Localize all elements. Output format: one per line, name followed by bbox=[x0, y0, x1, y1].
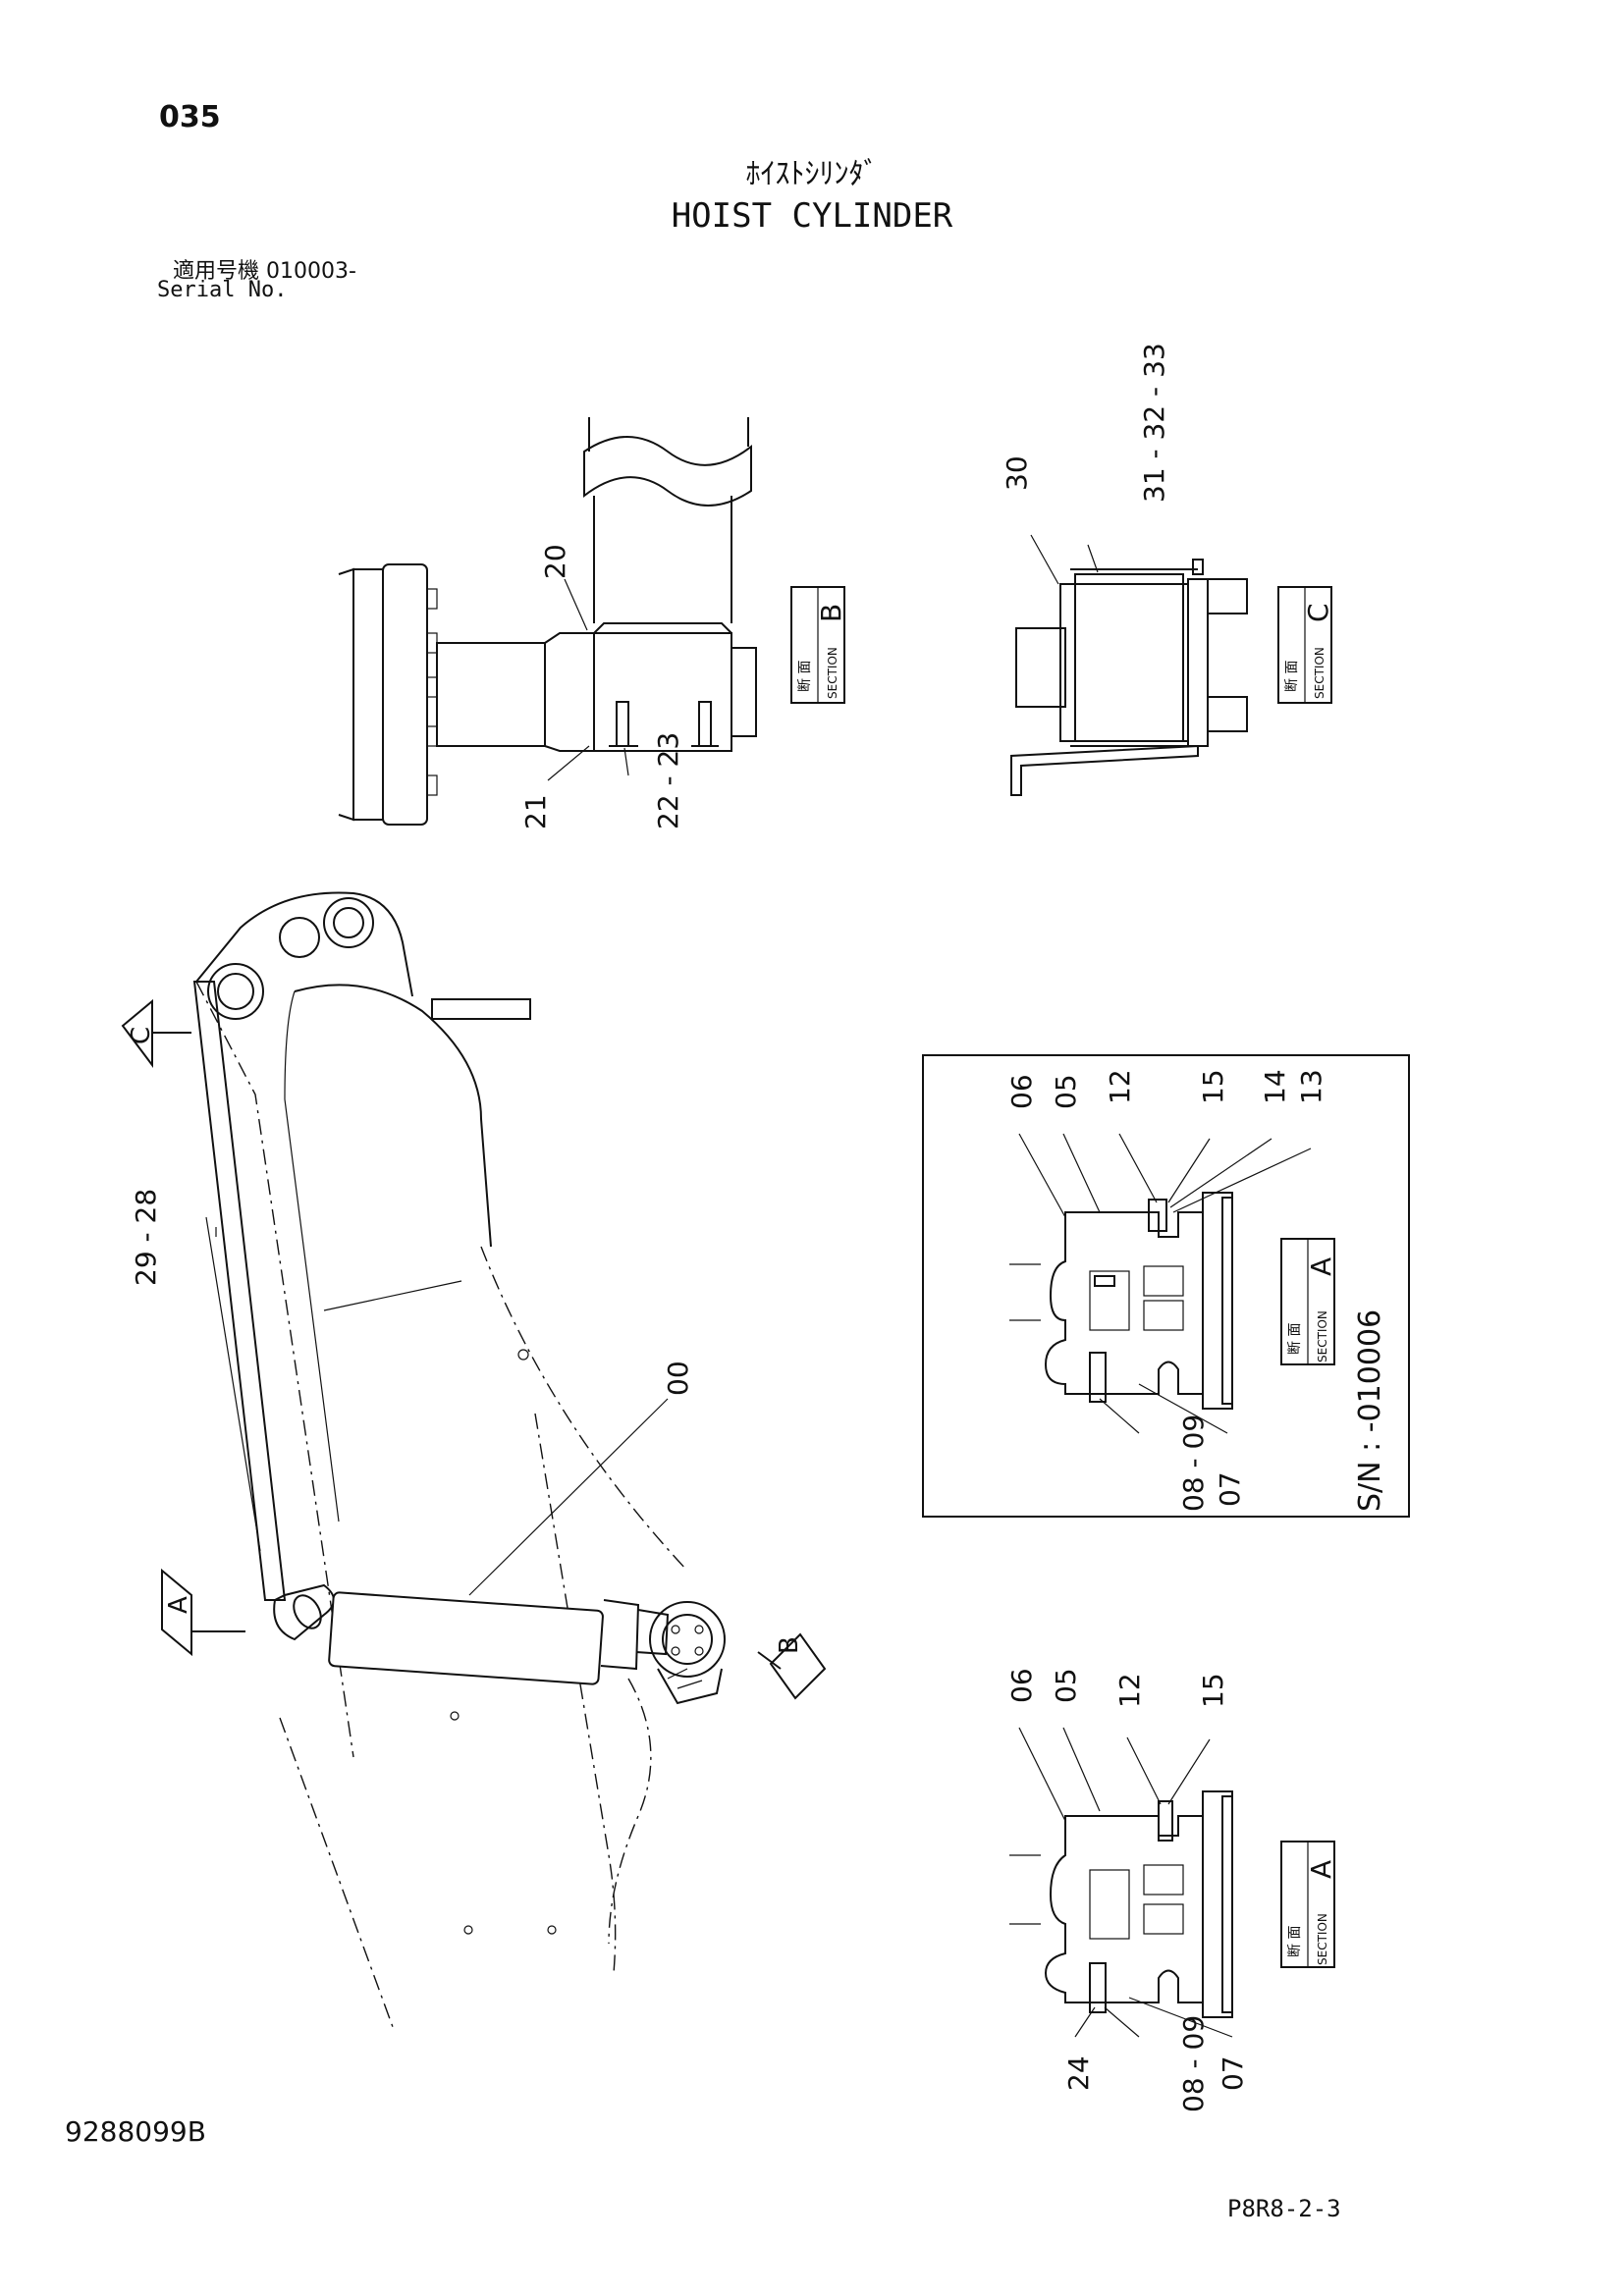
section-label-b: 断 面 SECTION B bbox=[790, 586, 847, 704]
document-id: 9288099B bbox=[65, 2115, 206, 2148]
callout-30: 30 bbox=[1001, 455, 1033, 491]
callout-lower-08-09: 08 - 09 bbox=[1177, 2015, 1210, 2112]
section-label-a-upper: 断 面 SECTION A bbox=[1280, 1238, 1337, 1365]
section-c-view bbox=[1010, 559, 1248, 796]
boom-main-view bbox=[192, 891, 726, 2028]
callout-upper-13: 13 bbox=[1295, 1069, 1327, 1104]
marker-b-letter: B bbox=[775, 1636, 804, 1654]
callout-lower-12: 12 bbox=[1113, 1673, 1146, 1708]
page-number: 035 bbox=[159, 100, 221, 134]
callout-upper-14: 14 bbox=[1259, 1069, 1291, 1104]
callout-upper-06: 06 bbox=[1005, 1074, 1038, 1109]
title-japanese: ﾎｲｽﾄｼﾘﾝﾀﾞ bbox=[745, 157, 879, 191]
section-c-jp: 断 面 bbox=[1284, 661, 1300, 692]
callout-22-23: 22 - 23 bbox=[652, 732, 684, 829]
section-marker-b: B bbox=[757, 1632, 827, 1700]
section-a-lower-letter: A bbox=[1305, 1860, 1337, 1879]
callout-lower-07: 07 bbox=[1217, 2056, 1249, 2091]
callout-28-29: 29 - 28 bbox=[130, 1189, 162, 1286]
callout-lower-05: 05 bbox=[1050, 1668, 1082, 1703]
callout-lower-06: 06 bbox=[1005, 1668, 1038, 1703]
marker-c-letter: C bbox=[127, 1027, 156, 1044]
section-a-upper-letter: A bbox=[1305, 1257, 1337, 1276]
section-a-lower-jp: 断 面 bbox=[1287, 1926, 1303, 1957]
callout-20: 20 bbox=[539, 544, 571, 579]
section-b-en: SECTION bbox=[826, 647, 839, 699]
callout-upper-15: 15 bbox=[1197, 1069, 1229, 1104]
section-label-a-lower: 断 面 SECTION A bbox=[1280, 1841, 1337, 1968]
section-a-lower-view bbox=[1009, 1790, 1233, 2018]
serial-range-note: S/N : -010006 bbox=[1353, 1309, 1387, 1512]
marker-a-letter: A bbox=[164, 1596, 193, 1614]
callout-numbers: 20 21 22 - 23 30 31 - 32 - 33 29 - 28 00… bbox=[130, 343, 1387, 2112]
section-a-upper-jp: 断 面 bbox=[1287, 1323, 1303, 1355]
callout-00: 00 bbox=[662, 1361, 694, 1396]
callout-lower-24: 24 bbox=[1062, 2056, 1095, 2091]
section-marker-a: A bbox=[161, 1568, 245, 1657]
leader-lines bbox=[215, 534, 1312, 2038]
section-a-upper-en: SECTION bbox=[1316, 1310, 1329, 1362]
callout-upper-07: 07 bbox=[1214, 1471, 1246, 1507]
callout-lower-15: 15 bbox=[1197, 1673, 1229, 1708]
section-label-c: 断 面 SECTION C bbox=[1277, 586, 1334, 704]
callout-21: 21 bbox=[519, 794, 552, 829]
callout-31-33: 31 - 32 - 33 bbox=[1138, 343, 1170, 503]
callout-upper-05: 05 bbox=[1050, 1074, 1082, 1109]
section-a-frame bbox=[922, 1054, 1410, 1518]
section-b-jp: 断 面 bbox=[797, 661, 813, 692]
page-code: P8R8-2-3 bbox=[1227, 2195, 1341, 2222]
section-marker-c: C bbox=[121, 998, 191, 1068]
section-b-letter: B bbox=[815, 604, 847, 622]
section-b-view bbox=[338, 417, 757, 826]
section-c-en: SECTION bbox=[1313, 647, 1326, 699]
serial-label: Serial No. bbox=[157, 278, 288, 302]
callout-upper-08-09: 08 - 09 bbox=[1177, 1415, 1210, 1512]
section-a-upper-view bbox=[1009, 1192, 1233, 1410]
callout-upper-12: 12 bbox=[1104, 1069, 1136, 1104]
page-title: HOIST CYLINDER bbox=[671, 196, 953, 236]
section-a-lower-en: SECTION bbox=[1316, 1913, 1329, 1965]
section-c-letter: C bbox=[1302, 603, 1334, 622]
serial-label-japanese: 適用号機 010003- bbox=[173, 259, 356, 284]
